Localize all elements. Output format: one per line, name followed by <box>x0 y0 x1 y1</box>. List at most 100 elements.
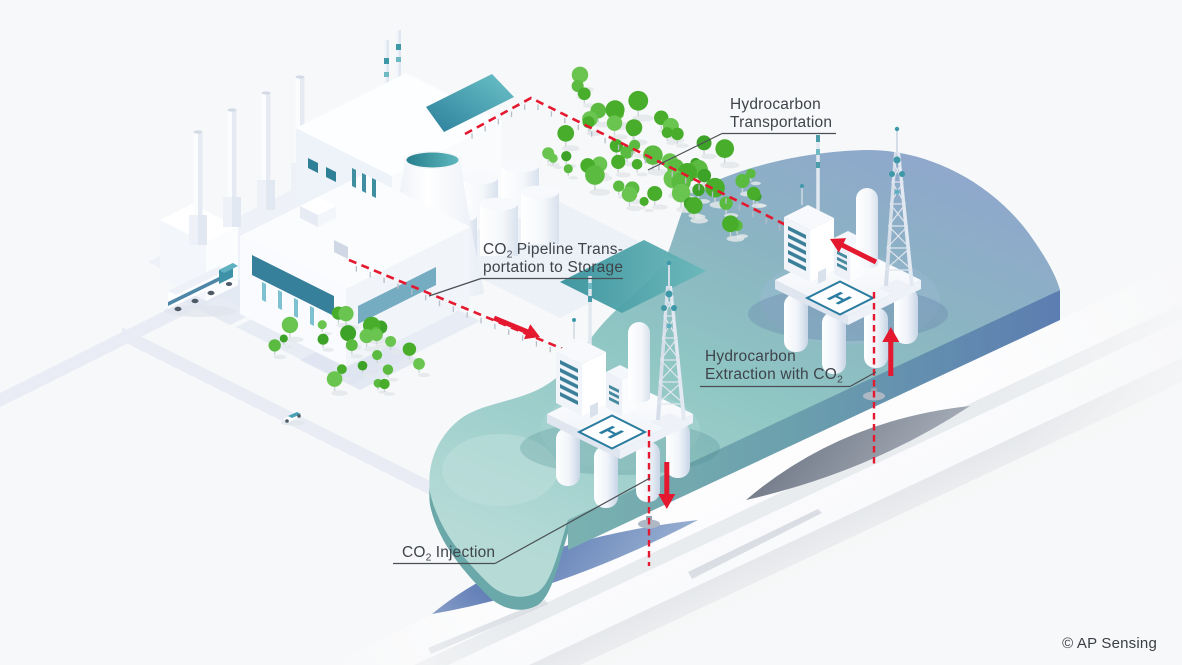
well-lines <box>647 292 876 566</box>
tree <box>621 186 638 203</box>
tree-shadow <box>417 372 431 378</box>
arrow-up-extraction-icon <box>882 327 900 376</box>
tree <box>628 90 649 111</box>
tree <box>379 378 390 390</box>
tree <box>317 333 329 345</box>
tree <box>606 115 623 131</box>
tree <box>631 158 643 170</box>
label-connector <box>849 371 877 388</box>
tree-shadow <box>626 205 643 212</box>
tree <box>671 127 684 141</box>
tree-shadow <box>647 168 669 176</box>
shallow-water <box>442 434 558 506</box>
label-line: Hydrocarbon <box>730 96 821 113</box>
tree <box>402 342 417 356</box>
tree <box>557 124 575 142</box>
window-band <box>252 255 334 316</box>
tree-shadow <box>341 377 353 381</box>
tree <box>336 364 347 375</box>
tree-shadow <box>383 392 395 396</box>
tree <box>605 100 625 120</box>
arrow-hydrocarbon-to-shore-icon <box>830 238 878 265</box>
tree <box>715 139 735 158</box>
tree <box>746 186 761 201</box>
tree <box>613 180 625 192</box>
label-connectors <box>393 132 877 565</box>
tree <box>625 119 643 136</box>
tree <box>577 87 591 101</box>
tree-shadow <box>675 143 690 148</box>
tree-shadow <box>690 217 708 224</box>
tree-shadow <box>701 153 717 160</box>
pipeline-stub <box>334 240 348 259</box>
car-icon <box>281 412 305 426</box>
road <box>122 327 520 540</box>
tank <box>521 185 559 244</box>
pipeline-supports <box>355 266 593 370</box>
label-line: Extraction with CO2 <box>705 366 843 386</box>
label-line: Transportation <box>730 114 832 131</box>
label-line: Hydrocarbon <box>705 348 796 365</box>
tree <box>745 168 756 179</box>
tree-shadow <box>633 153 646 158</box>
tree <box>359 328 374 344</box>
tree-shadow <box>273 354 287 360</box>
factory <box>148 30 706 390</box>
tree <box>611 154 626 170</box>
copyright-text: © AP Sensing <box>1062 635 1157 652</box>
tree-shadow <box>611 134 628 140</box>
tree-shadow <box>719 161 740 169</box>
tree-shadow <box>389 349 402 354</box>
tree-shadow <box>644 208 654 213</box>
tree-shadow <box>666 141 678 145</box>
label-connector <box>647 132 723 171</box>
label-hydrocarbon-transportation: Hydrocarbon Transportation <box>730 96 832 131</box>
tree-shadow <box>350 354 364 359</box>
chimney <box>257 91 275 210</box>
cooling-basin <box>560 240 706 313</box>
pipeline-supports <box>471 104 794 238</box>
tree <box>385 335 397 347</box>
tree <box>685 197 703 214</box>
tree <box>647 185 663 201</box>
window-band <box>358 267 436 324</box>
tree-shadow <box>375 339 387 344</box>
tank <box>480 197 518 256</box>
tree-shadow <box>387 377 399 382</box>
tree <box>571 66 589 84</box>
tree-shadow <box>587 131 600 136</box>
label-hydrocarbon-extraction: Hydrocarbon Extraction with CO2 <box>705 348 843 386</box>
arrow-co2-to-storage-icon <box>493 315 540 340</box>
tree <box>585 165 605 185</box>
tree-shadow <box>322 347 334 352</box>
tree-shadow <box>568 176 579 180</box>
tree <box>382 364 394 375</box>
tree <box>639 196 649 207</box>
tree-shadow <box>751 203 766 209</box>
tree-shadow <box>726 235 745 242</box>
tree <box>671 183 691 203</box>
tree <box>609 139 624 153</box>
tree <box>722 215 739 233</box>
tree <box>345 339 358 351</box>
tree <box>661 127 673 138</box>
tree-shadow <box>750 181 761 186</box>
tree-shadow <box>561 145 580 152</box>
label-connector <box>494 477 651 565</box>
tree-shadow <box>615 172 631 178</box>
tree <box>735 173 750 189</box>
tree-shadow <box>362 373 373 377</box>
tree-shadow <box>331 390 348 396</box>
chimney <box>223 108 241 227</box>
pipeline-hydrocarbon <box>464 96 801 234</box>
flow-arrows <box>493 238 900 509</box>
tree-shadow <box>589 188 611 196</box>
tree-shadow <box>651 204 668 210</box>
solar-panel-icon <box>426 74 514 132</box>
tree <box>561 150 572 162</box>
